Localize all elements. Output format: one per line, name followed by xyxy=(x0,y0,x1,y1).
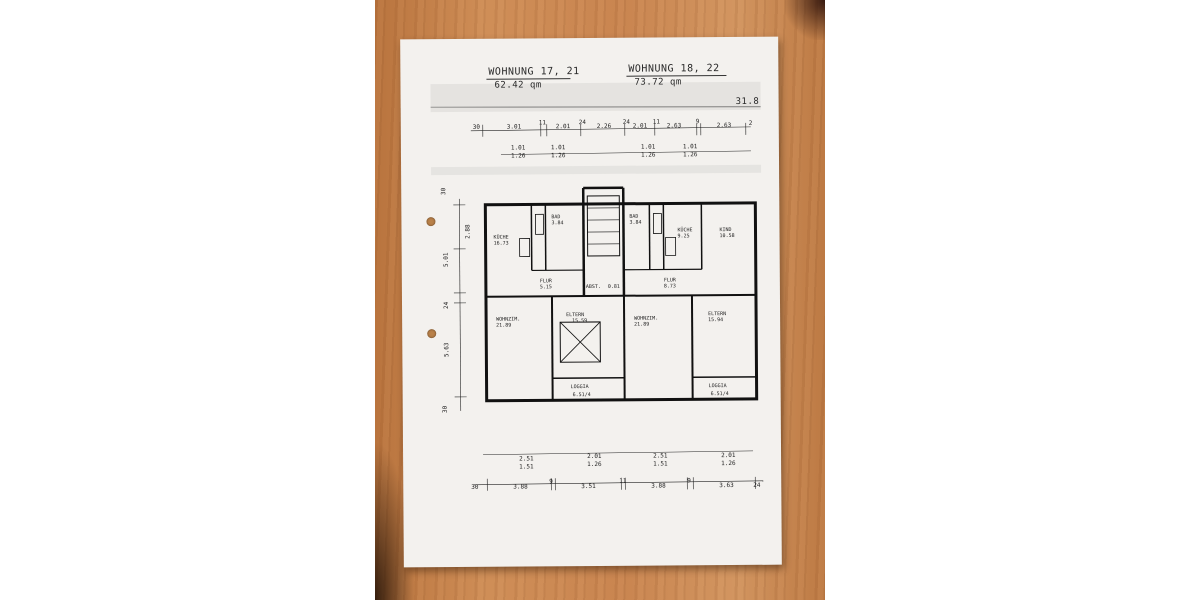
dim-label: 1.01 xyxy=(641,144,656,151)
dim-label: 2.51 xyxy=(519,455,534,462)
room-name: KÜCHE xyxy=(677,226,692,233)
dim-label: 2.63 xyxy=(667,122,682,129)
dim-label: 24 xyxy=(623,119,631,126)
dim-label: 3.51 xyxy=(581,483,596,490)
dim-label: 11 xyxy=(619,478,627,485)
dim-label: 2 xyxy=(749,120,753,127)
room-name: BAD xyxy=(551,214,560,220)
room-name: FLUR xyxy=(540,278,553,284)
bottom-tick-marks xyxy=(486,476,756,491)
dim-label: 1.26 xyxy=(551,152,566,159)
dim-label: 3.63 xyxy=(719,482,734,489)
dim-label: 3.88 xyxy=(513,483,528,490)
dim-label: 11 xyxy=(539,119,547,126)
dim-label: 1.26 xyxy=(683,151,698,158)
dim-label: 24 xyxy=(753,482,761,489)
print-noise xyxy=(430,81,761,113)
dimension-line xyxy=(430,106,761,108)
dim-label: 1.01 xyxy=(683,143,698,150)
dim-label: 5.63 xyxy=(443,342,450,357)
room-area: 3.84 xyxy=(629,220,641,226)
dim-label: 1.26 xyxy=(721,460,736,467)
dim-label: 2.88 xyxy=(464,224,471,239)
room-name: FLUR xyxy=(664,277,677,283)
dim-label: 1.51 xyxy=(653,460,668,467)
dim-label: 1.01 xyxy=(551,144,566,151)
dim-label: 30 xyxy=(473,124,481,131)
building-walls xyxy=(483,186,759,403)
dim-label: 2.01 xyxy=(721,452,736,459)
room-labels: KÜCHE 16.73 BAD 3.84 FLUR 5.15 ABST. 0.8… xyxy=(494,214,735,398)
room-area: 6.51/4 xyxy=(711,391,729,397)
room-name: ELTERN xyxy=(708,311,726,317)
dim-label: 24 xyxy=(443,301,450,309)
dim-label: 3.88 xyxy=(651,482,666,489)
room-name: KÜCHE xyxy=(494,234,509,241)
floor-plan-sheet: WOHNUNG 17, 21 62.42 qm WOHNUNG 18, 22 7… xyxy=(400,36,782,568)
room-area: 15.59 xyxy=(572,318,587,324)
room-area: 5.15 xyxy=(540,284,552,290)
dim-label: 2.63 xyxy=(717,122,732,129)
room-name: LOGGIA xyxy=(571,384,589,390)
dim-label: 2.26 xyxy=(597,123,612,130)
dim-label: 9 xyxy=(549,478,553,485)
dim-label: 30 xyxy=(440,187,447,195)
room-area: 21.89 xyxy=(634,322,649,328)
room-area: 21.89 xyxy=(496,323,511,329)
room-name: ABST. xyxy=(586,284,601,290)
room-area: 16.73 xyxy=(494,241,509,247)
dim-label: 1.51 xyxy=(519,463,534,470)
room-area: 15.94 xyxy=(708,317,723,323)
dimension-line xyxy=(483,450,754,456)
room-name: WOHNZIM. xyxy=(634,316,658,322)
dark-corner-top xyxy=(785,0,825,40)
dim-label: 2.01 xyxy=(556,123,571,130)
room-area: 10.58 xyxy=(720,233,735,239)
top-tick-marks xyxy=(482,122,747,137)
room-area: 0.81 xyxy=(608,284,620,290)
dim-label: 9 xyxy=(687,477,691,484)
room-area: 9.25 xyxy=(678,233,690,239)
dim-label: 5.01 xyxy=(443,252,450,267)
dimension-line xyxy=(470,126,751,132)
dimension-line xyxy=(500,150,751,155)
dim-label: 2.51 xyxy=(653,452,668,459)
dim-label: 1.26 xyxy=(511,152,526,159)
dim-label: 11 xyxy=(653,119,661,126)
room-area: 8.73 xyxy=(664,283,676,289)
room-name: ELTERN xyxy=(566,312,584,318)
floor-plan-drawing: 30 3.01 11 2.01 24 2.26 24 2.01 11 2.63 … xyxy=(430,81,764,491)
room-name: WOHNZIM. xyxy=(496,316,520,322)
room-name: LOGGIA xyxy=(709,383,727,389)
dim-label: 2.01 xyxy=(633,123,648,130)
room-area: 3.84 xyxy=(551,220,563,226)
dim-label: 24 xyxy=(579,119,587,126)
dim-label: 1.01 xyxy=(511,144,526,151)
room-name: KIND xyxy=(719,227,731,233)
dimension-line xyxy=(458,198,462,411)
room-name: BAD xyxy=(629,214,638,220)
dim-label: 30 xyxy=(471,484,479,491)
dim-label: 9 xyxy=(696,118,700,125)
room-area: 6.51/4 xyxy=(573,392,591,398)
dimension-line xyxy=(473,480,764,486)
dim-label: 1.26 xyxy=(587,461,602,468)
dim-label: 2.01 xyxy=(587,453,602,460)
left-tick-marks xyxy=(453,204,467,398)
dim-label: 3.01 xyxy=(507,123,522,130)
print-noise xyxy=(431,164,762,176)
dim-label: 30 xyxy=(442,405,449,413)
dim-label: 1.26 xyxy=(641,152,656,159)
